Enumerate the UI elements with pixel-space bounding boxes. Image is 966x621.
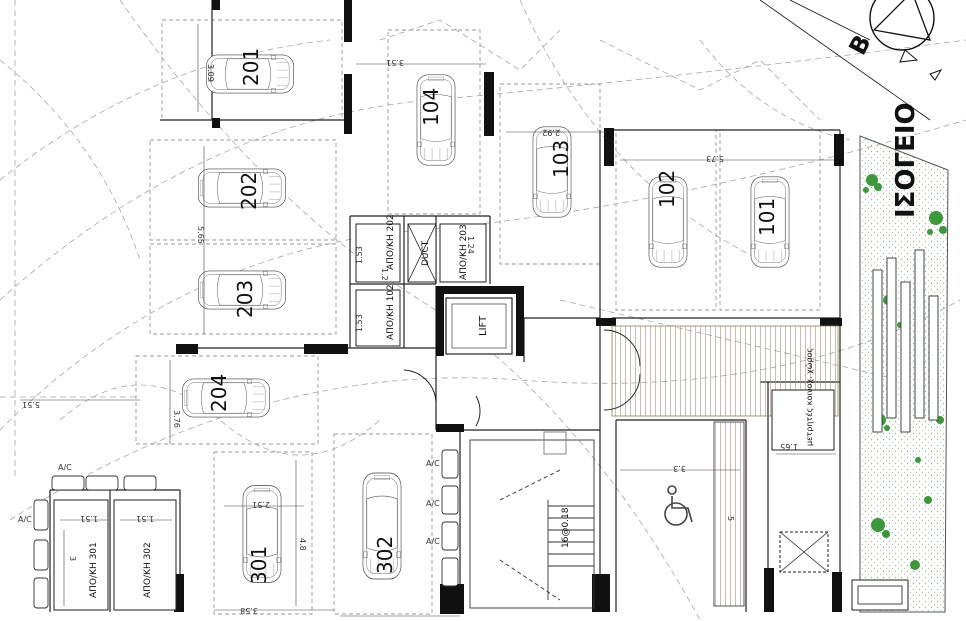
dim-153b: 1.53 [355,314,364,332]
ac-units [33,449,459,609]
ac-label-1: A/C [426,459,440,468]
storage-label-203: ΑΠΟ/ΚΗ 203 [459,224,469,280]
accessible-bay [664,421,745,607]
stairs-label: 16@0.18 [561,507,571,548]
dim-565: 5.65 [196,226,205,244]
dim-151a: 1.51 [80,514,98,523]
dim-292: 2.92 [542,128,560,137]
ac-label-top: A/C [58,463,72,472]
parking-label-102: 102 [655,170,679,208]
parking-label-203: 203 [233,280,257,318]
parking-label-301: 301 [247,546,271,584]
entrance-ramp [611,325,839,417]
dim-358: 3.58 [240,606,258,615]
dim-309: 3.09 [206,64,215,82]
parking-label-104: 104 [419,88,443,126]
lift-shaft: LIFT [445,297,513,355]
dim-151b: 1.51 [136,514,154,523]
parking-label-101: 101 [755,198,779,236]
north-compass: B [759,0,943,121]
parking-label-103: 103 [549,140,573,178]
parking-car-203: 203 [198,270,286,318]
storage-label-301: ΑΠΟ/ΚΗ 301 [89,542,99,598]
storage-block [53,223,909,611]
storage-label-302: ΑΠΟ/ΚΗ 302 [143,542,153,598]
dimension-lines [20,24,836,617]
dim-153a: 1.53 [355,246,364,264]
ac-label-3: A/C [426,537,440,546]
storage-label-102: ΑΠΟ/ΚΗ 102 [386,284,396,340]
dim-3: 3 [68,556,77,561]
dim-33: 3.3 [673,464,686,473]
parking-car-104: 104 [416,74,456,166]
dim-351: 3.51 [386,58,404,67]
dim-12: 1.2 [380,268,389,281]
parking-label-202: 202 [237,172,261,210]
lift-label: LIFT [478,315,489,336]
parking-car-201: 201 [206,48,294,94]
parking-car-103: 103 [532,126,573,218]
entrance-doors [403,329,641,427]
dim-573: 5.73 [706,154,724,163]
structural-columns [56,0,844,614]
garden-area: ΙΣΟΓΕΙΟ [859,102,949,613]
dim-251: 2.51 [252,500,270,509]
parking-label-204: 204 [207,374,231,412]
ac-label-2: A/C [426,499,440,508]
dim-165: 1.65 [780,442,798,451]
dim-5: 5 [726,516,735,521]
parking-label-201: 201 [239,48,263,86]
staircase [469,431,595,609]
meters-room-label: μετρητές κοινοχ. χώρος [804,348,814,446]
duct-label: DUCT [421,240,431,266]
parking-car-204: 204 [182,374,270,418]
parking-car-102: 102 [648,170,688,268]
parking-car-202: 202 [198,168,286,210]
floor-title: ΙΣΟΓΕΙΟ [891,102,921,218]
parking-car-301: 301 [242,485,282,584]
dim-551: 5.51 [22,400,40,409]
parking-label-302: 302 [373,536,397,574]
dim-48: 4.8 [298,538,307,551]
ac-label-4: A/C [18,515,32,524]
dim-376: 3.76 [172,410,181,428]
parking-car-101: 101 [750,176,790,268]
dim-124: 1.24 [466,236,475,254]
parking-car-302: 302 [362,472,402,580]
wheelchair-icon [664,485,693,526]
storage-label-202: ΑΠΟ/ΚΗ 202 [386,214,396,270]
